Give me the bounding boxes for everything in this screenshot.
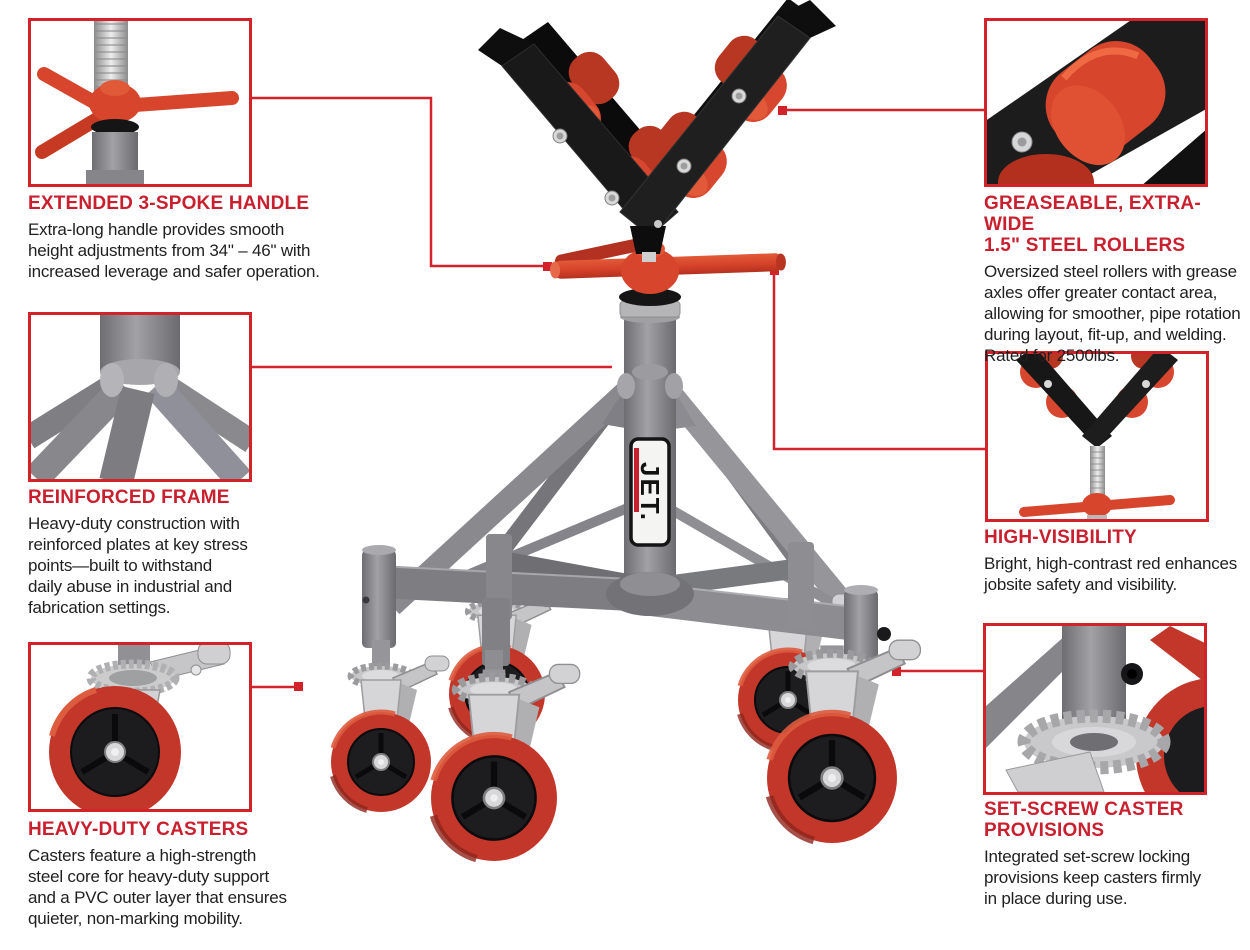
jet-logo-text: JET. (635, 462, 665, 522)
callout-body-heavy-duty-casters: Casters feature a high-strength steel co… (28, 846, 287, 928)
roller-bolts (552, 88, 747, 206)
callout-box-reinforced-frame (28, 312, 252, 482)
callout-box-high-visibility (985, 351, 1209, 522)
callout-heading-steel-rollers: GREASEABLE, EXTRA-WIDE 1.5" STEEL ROLLER… (984, 193, 1201, 256)
caster-front-center (431, 664, 580, 861)
callout-image-high-visibility-head (1016, 354, 1178, 519)
callout-image-steel-roller (987, 21, 1205, 184)
callout-body-extended-handle: Extra-long handle provides smooth height… (28, 220, 320, 281)
pipe-stand: JET. (331, 0, 920, 861)
callout-text-extended-handle: EXTENDED 3-SPOKE HANDLE Extra-long handl… (28, 193, 388, 282)
callout-body-reinforced-frame: Heavy-duty construction with reinforced … (28, 514, 248, 617)
jet-logo-badge: JET. (629, 437, 671, 547)
callout-text-steel-rollers: GREASEABLE, EXTRA-WIDE 1.5" STEEL ROLLER… (984, 193, 1250, 366)
stand-column: JET. (617, 312, 683, 592)
callout-image-heavy-duty-caster (49, 645, 231, 809)
three-spoke-handle (550, 236, 786, 323)
callout-text-set-screw: SET-SCREW CASTER PROVISIONS Integrated s… (984, 799, 1250, 909)
callout-heading-reinforced-frame: REINFORCED FRAME (28, 487, 230, 508)
callout-box-heavy-duty-casters (28, 642, 252, 812)
callout-box-extended-handle (28, 18, 252, 187)
callout-box-set-screw (983, 623, 1207, 795)
callout-image-set-screw (986, 626, 1204, 792)
callout-heading-high-visibility: HIGH-VISIBILITY (984, 527, 1137, 548)
set-screw (877, 627, 891, 641)
stand-base (362, 534, 891, 680)
caster-far-left (331, 656, 449, 812)
callout-heading-heavy-duty-casters: HEAVY-DUTY CASTERS (28, 819, 249, 840)
callout-text-reinforced-frame: REINFORCED FRAME Heavy-duty construction… (28, 487, 368, 618)
callout-text-heavy-duty-casters: HEAVY-DUTY CASTERS Casters feature a hig… (28, 819, 368, 929)
callout-heading-extended-handle: EXTENDED 3-SPOKE HANDLE (28, 193, 310, 214)
callout-body-high-visibility: Bright, high-contrast red enhances jobsi… (984, 554, 1238, 594)
callout-body-steel-rollers: Oversized steel rollers with grease axle… (984, 262, 1241, 365)
callout-box-steel-rollers (984, 18, 1208, 187)
callout-body-set-screw: Integrated set-screw locking provisions … (984, 847, 1201, 908)
callout-image-extended-handle (35, 21, 239, 184)
callout-heading-set-screw: SET-SCREW CASTER PROVISIONS (984, 799, 1184, 841)
callout-text-high-visibility: HIGH-VISIBILITY Bright, high-contrast re… (984, 527, 1250, 595)
callout-image-reinforced-frame (31, 315, 249, 479)
v-head (478, 0, 836, 262)
